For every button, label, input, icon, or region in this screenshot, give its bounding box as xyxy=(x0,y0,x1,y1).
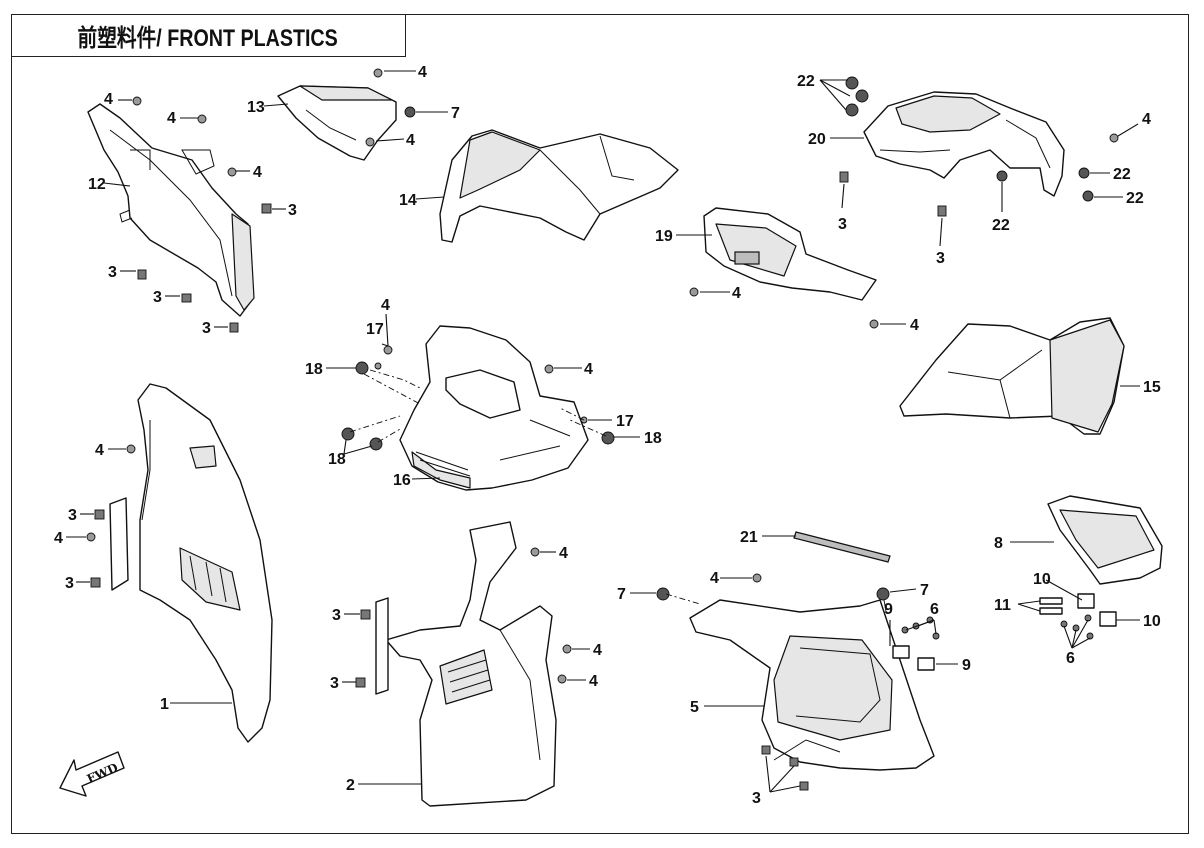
part-2-front-lower-panel xyxy=(375,521,557,807)
callout-13: 13 xyxy=(247,99,265,116)
callout-7: 7 xyxy=(617,586,626,603)
callout-3: 3 xyxy=(65,575,74,592)
callout-4: 4 xyxy=(710,570,719,587)
callout-4: 4 xyxy=(95,442,104,459)
callout-10: 10 xyxy=(1033,571,1051,588)
callout-4: 4 xyxy=(104,91,113,108)
fwd-direction-arrow: FWD xyxy=(59,751,125,797)
callout-14: 14 xyxy=(399,192,417,209)
callout-20: 20 xyxy=(808,131,826,148)
callout-18: 18 xyxy=(305,361,323,378)
callout-9: 9 xyxy=(962,657,971,674)
callout-3: 3 xyxy=(752,790,761,807)
callout-4: 4 xyxy=(167,110,176,127)
callout-17: 17 xyxy=(366,321,384,338)
callout-4: 4 xyxy=(381,297,390,314)
callout-12: 12 xyxy=(88,176,106,193)
callout-4: 4 xyxy=(910,317,919,334)
part-1-left-fender xyxy=(109,383,273,743)
callout-3: 3 xyxy=(838,216,847,233)
callout-19: 19 xyxy=(655,228,673,245)
fasteners xyxy=(86,68,1119,791)
part-20-hood xyxy=(863,91,1065,197)
callout-3: 3 xyxy=(936,250,945,267)
part-21-trim-strip xyxy=(793,531,891,563)
callout-6: 6 xyxy=(930,601,939,618)
callout-22: 22 xyxy=(992,217,1010,234)
leader-lines xyxy=(66,70,1140,793)
callout-4: 4 xyxy=(253,164,262,181)
callout-10: 10 xyxy=(1143,613,1161,630)
callout-3: 3 xyxy=(68,507,77,524)
callout-4: 4 xyxy=(406,132,415,149)
callout-3: 3 xyxy=(108,264,117,281)
page-title: 前塑料件/ FRONT PLASTICS xyxy=(77,24,339,52)
callout-22: 22 xyxy=(1113,166,1131,183)
callout-22: 22 xyxy=(797,73,815,90)
callout-4: 4 xyxy=(593,642,602,659)
callout-2: 2 xyxy=(346,777,355,794)
callout-16: 16 xyxy=(393,472,411,489)
callout-18: 18 xyxy=(644,430,662,447)
callout-4: 4 xyxy=(559,545,568,562)
callout-6: 6 xyxy=(1066,650,1075,667)
title-box: 前塑料件/ FRONT PLASTICS xyxy=(11,14,406,57)
callout-7: 7 xyxy=(920,582,929,599)
callout-3: 3 xyxy=(332,607,341,624)
callout-8: 8 xyxy=(994,535,1003,552)
callout-15: 15 xyxy=(1143,379,1161,396)
part-16-headlight-bezel xyxy=(399,325,589,491)
diagram-frame xyxy=(11,14,1189,834)
callout-labels: 1 2 3 3 3 3 3 3 3 3 3 3 3 3 3 4 4 4 4 4 … xyxy=(54,64,1161,807)
callout-17: 17 xyxy=(616,413,634,430)
callout-21: 21 xyxy=(740,529,758,546)
callout-11: 11 xyxy=(994,597,1011,614)
part-8-headlight xyxy=(1047,495,1163,627)
callout-4: 4 xyxy=(584,361,593,378)
callout-9: 9 xyxy=(884,601,893,618)
callout-4: 4 xyxy=(1142,111,1151,128)
callout-4: 4 xyxy=(589,673,598,690)
callout-3: 3 xyxy=(288,202,297,219)
callout-3: 3 xyxy=(202,320,211,337)
callout-1: 1 xyxy=(160,696,169,713)
callout-18: 18 xyxy=(328,451,346,468)
part-5-front-storage-box xyxy=(689,599,935,771)
callout-5: 5 xyxy=(690,699,699,716)
part-14-front-cover xyxy=(439,129,679,243)
callout-4: 4 xyxy=(418,64,427,81)
callout-3: 3 xyxy=(153,289,162,306)
callout-22: 22 xyxy=(1126,190,1144,207)
part-13-corner-cover xyxy=(277,85,397,161)
callout-4: 4 xyxy=(54,530,63,547)
part-15-center-cover xyxy=(899,317,1125,435)
part-19-instrument-console xyxy=(703,207,877,301)
part-12-left-side-panel xyxy=(87,103,255,317)
callout-3: 3 xyxy=(330,675,339,692)
callout-4: 4 xyxy=(732,285,741,302)
callout-7: 7 xyxy=(451,105,460,122)
